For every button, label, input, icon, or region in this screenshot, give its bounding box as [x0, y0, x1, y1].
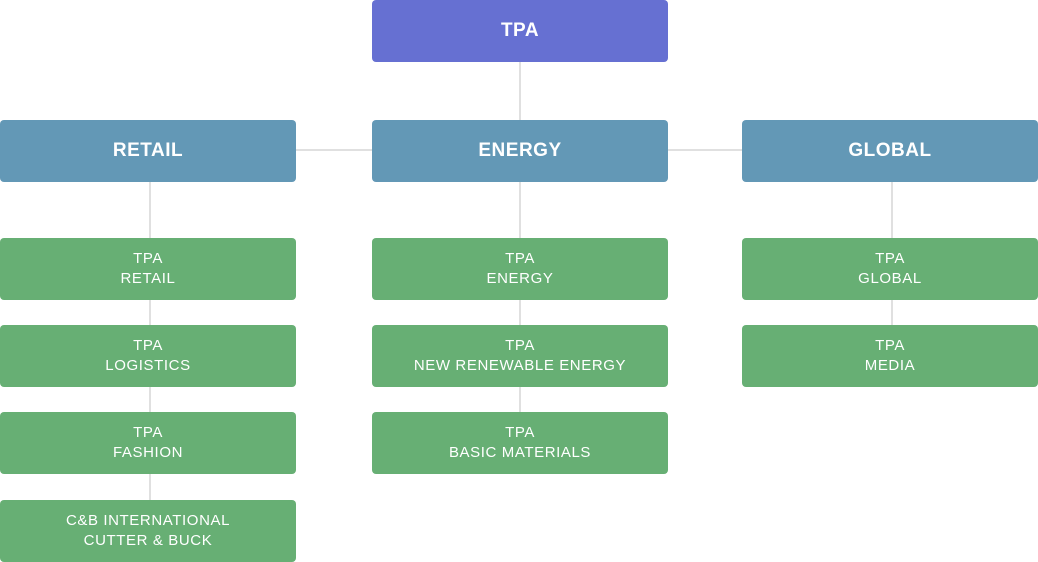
company-line1: TPA: [875, 250, 905, 267]
company-line2: LOGISTICS: [105, 357, 191, 374]
company-line1: TPA: [505, 337, 535, 354]
connector-energy-global: [668, 149, 742, 151]
connector-retail-energy: [296, 149, 372, 151]
company-line2: ENERGY: [486, 270, 554, 287]
company-line1: TPA: [875, 337, 905, 354]
root-node: TPA: [372, 0, 668, 62]
company-line2: NEW RENEWABLE ENERGY: [413, 357, 627, 374]
company-line1: TPA: [133, 337, 163, 354]
company-line1: TPA: [133, 424, 163, 441]
company-tpa-retail: TPA RETAIL: [0, 238, 296, 300]
company-line2: RETAIL: [120, 270, 176, 287]
company-tpa-global: TPA GLOBAL: [742, 238, 1038, 300]
company-tpa-fashion: TPA FASHION: [0, 412, 296, 474]
connector-root-energy: [519, 62, 521, 120]
company-line2: BASIC MATERIALS: [448, 444, 592, 461]
company-line2: GLOBAL: [858, 270, 922, 287]
company-tpa-basic-materials: TPA BASIC MATERIALS: [372, 412, 668, 474]
division-global: GLOBAL: [742, 120, 1038, 182]
company-line2: CUTTER & BUCK: [83, 532, 213, 549]
company-line2: FASHION: [112, 444, 184, 461]
company-line1: TPA: [505, 250, 535, 267]
division-label: ENERGY: [478, 140, 562, 161]
division-label: RETAIL: [112, 140, 184, 161]
division-energy: ENERGY: [372, 120, 668, 182]
company-line1: C&B INTERNATIONAL: [65, 512, 231, 529]
company-line2: MEDIA: [864, 357, 916, 374]
division-label: GLOBAL: [848, 140, 932, 161]
company-tpa-new-renewable-energy: TPA NEW RENEWABLE ENERGY: [372, 325, 668, 387]
company-tpa-logistics: TPA LOGISTICS: [0, 325, 296, 387]
company-tpa-media: TPA MEDIA: [742, 325, 1038, 387]
division-retail: RETAIL: [0, 120, 296, 182]
company-cb-international: C&B INTERNATIONAL CUTTER & BUCK: [0, 500, 296, 562]
company-line1: TPA: [133, 250, 163, 267]
company-line1: TPA: [505, 424, 535, 441]
root-label: TPA: [500, 20, 540, 41]
company-tpa-energy: TPA ENERGY: [372, 238, 668, 300]
